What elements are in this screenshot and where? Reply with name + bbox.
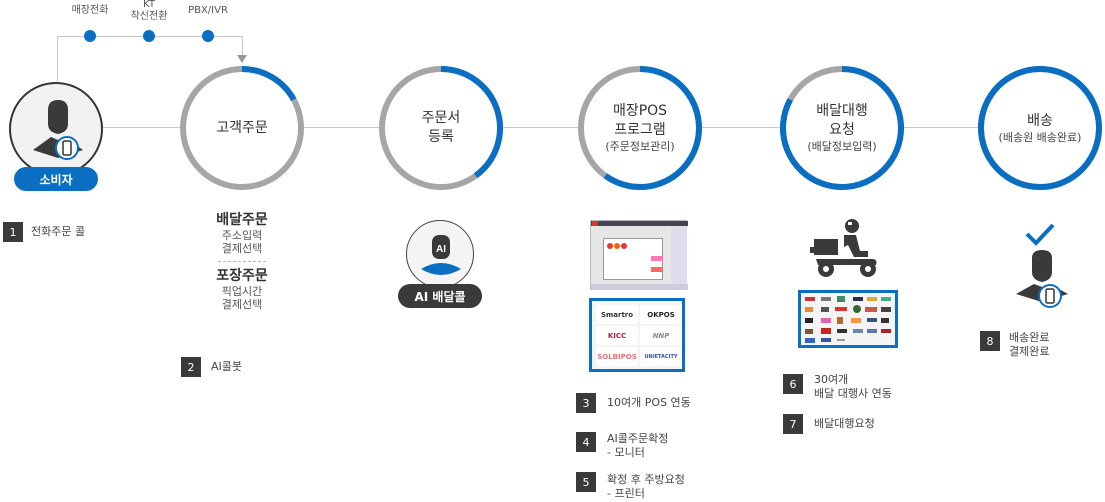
step-text: 배달대행요청 [814, 417, 875, 430]
partner-logo: UNIETACITY [640, 347, 682, 366]
progress-arc [780, 66, 904, 190]
step-text: AI콜주문확정 - 모니터 [607, 432, 669, 459]
step-badge: 7 [783, 414, 803, 434]
order-type-heading: 포장주문 [216, 268, 268, 284]
partner-logo: KICC [596, 326, 638, 345]
partner-logo: NNP [640, 326, 682, 345]
svg-text:AI: AI [436, 244, 446, 255]
channel-label: 매장전화 [71, 5, 109, 16]
step-badge: 4 [576, 432, 596, 452]
channel-line-up [57, 36, 58, 86]
ai-call-label: AI 배달콜 [398, 284, 482, 308]
order-type-line: 결제선택 [221, 298, 263, 311]
step-badge: 2 [181, 357, 201, 377]
step-text: 전화주문 콜 [31, 225, 86, 238]
stage-label: 매장POS 프로그램(주문정보관리) [605, 103, 675, 153]
progress-arc [978, 66, 1102, 190]
user-icon [33, 100, 83, 160]
channel-line-down [242, 36, 243, 56]
step-text: 확정 후 주방요청 - 프린터 [607, 473, 685, 500]
step-badge: 8 [980, 331, 1000, 351]
step-text: 10여개 POS 연동 [607, 396, 691, 409]
progress-arc [241, 66, 297, 102]
stage-ring-3 [578, 66, 702, 190]
consumer-label: 소비자 [14, 167, 98, 191]
stage-label: 주문서 등록 [421, 110, 461, 145]
step-text: 30여개 배달 대행사 연동 [814, 373, 892, 400]
pos-partner-logos: Smartro OKPOS KICC NNP SOLBIPOS UNIETACI… [589, 298, 685, 372]
ai-callbot-avatar: AI [406, 220, 474, 288]
arrow-down-icon [237, 55, 247, 63]
partner-logo: OKPOS [640, 305, 682, 324]
step-badge: 1 [3, 222, 23, 242]
order-type-line: 결제선택 [221, 242, 263, 255]
channel-label: KT 착신전환 [130, 0, 168, 22]
delivery-partner-logos [798, 290, 898, 348]
channel-dot [143, 30, 155, 42]
consumer-avatar [9, 82, 103, 176]
main-flow-line [100, 127, 1000, 128]
progress-arc [440, 66, 503, 179]
progress-arc [603, 66, 702, 190]
ai-bot-icon: AI [421, 235, 461, 275]
step-badge: 3 [576, 393, 596, 413]
delivery-scooter-icon [810, 219, 877, 277]
order-types: 배달주문 주소입력 결제선택 포장주문 픽업시간 결제선택 [197, 212, 287, 311]
stage-ring-4 [780, 66, 904, 190]
order-type-heading: 배달주문 [216, 212, 268, 228]
channel-label: PBX/IVR [188, 5, 228, 16]
stage-ring-2 [379, 66, 503, 190]
divider [218, 261, 266, 262]
step-text: 배송완료 결제완료 [1009, 331, 1050, 358]
stage-label: 배달대행 요청(배달정보입력) [807, 103, 877, 153]
logo-grid [805, 296, 891, 343]
channel-dot [202, 30, 214, 42]
stage-label: 고객주문 [216, 119, 268, 136]
step-badge: 5 [576, 472, 596, 492]
channel-dot [84, 30, 96, 42]
stage-ring-5 [978, 66, 1102, 190]
stage-label: 배송(배송원 배송완료) [998, 112, 1082, 144]
order-type-line: 주소입력 [221, 229, 263, 242]
step-text: AI콜봇 [211, 360, 243, 373]
order-type-line: 픽업시간 [221, 285, 263, 298]
stage-ring-1 [180, 66, 304, 190]
checkmark-icon [1025, 223, 1055, 246]
partner-logo: SOLBIPOS [596, 347, 638, 366]
recipient-icon [1016, 250, 1068, 308]
partner-logo: Smartro [596, 305, 638, 324]
step-badge: 6 [783, 374, 803, 394]
pos-screenshot [590, 220, 688, 290]
